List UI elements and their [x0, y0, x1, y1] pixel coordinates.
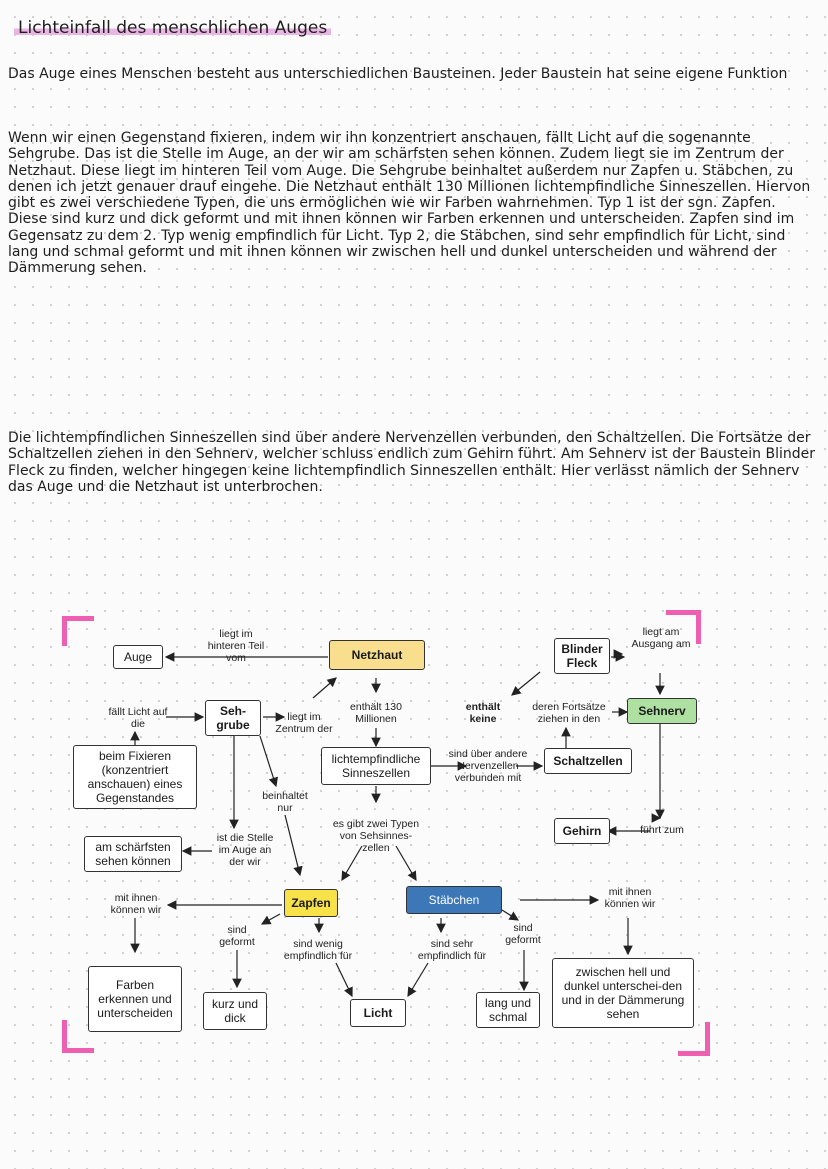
node-kurz-dick: kurz und dick: [203, 992, 267, 1030]
label-enthaelt-130: enthält 130 Millionen: [350, 701, 402, 725]
node-lang-schmal: lang und schmal: [476, 992, 540, 1028]
corner-mark-tr-h: [666, 610, 701, 615]
label-fuehrt-zum: führt zum: [640, 824, 684, 836]
edge-staebchen-geformt: [501, 909, 520, 921]
node-fixieren: beim Fixieren (konzentriert anschauen) e…: [73, 745, 197, 809]
node-staebchen: Stäbchen: [406, 886, 502, 914]
node-sehgrube: Seh-grube: [205, 700, 261, 736]
edge-sehgrube-beinhaltet: [259, 735, 279, 788]
edge-beinhaltet-zapfen: [284, 814, 303, 877]
corner-mark-tl-v: [62, 616, 67, 646]
corner-mark-br-v: [705, 1022, 710, 1056]
page-title: Lichteinfall des menschlichen Auges: [14, 18, 332, 38]
corner-mark-tr-v: [696, 610, 701, 644]
label-ist-stelle: ist die Stelle im Auge an der wir: [216, 832, 274, 868]
corner-mark-bl-v: [62, 1020, 67, 1053]
corner-mark-bl-h: [62, 1048, 94, 1053]
node-zapfen: Zapfen: [284, 889, 338, 917]
label-fortsaetze: deren Fortsätze ziehen in den: [532, 701, 606, 725]
label-liegt-zentrum: liegt im Zentrum der: [275, 711, 333, 735]
corner-mark-tl-h: [62, 616, 94, 621]
label-sehr: sind sehr empfindlich für: [417, 938, 487, 962]
edge-typen-zapfen: [341, 845, 363, 882]
node-sinneszellen: lichtempfindliche Sinneszellen: [321, 747, 431, 785]
label-koennen-rechts: mit ihnen können wir: [604, 886, 656, 910]
node-licht: Licht: [350, 999, 406, 1027]
concept-map-edges: [130, 652, 665, 998]
node-blinder-fleck: Blinder Fleck: [554, 638, 610, 674]
label-faellt-licht: fällt Licht auf die: [108, 706, 168, 730]
edge-sehgrube-netzhaut: [312, 677, 337, 699]
paragraph-sehgrube: Wenn wir einen Gegenstand fixieren, inde…: [8, 130, 811, 277]
edge-wenig-licht: [335, 962, 353, 998]
node-sehnerv: Sehnerv: [627, 698, 697, 724]
corner-mark-br-h: [678, 1051, 710, 1056]
label-wenig: sind wenig empfindlich für: [283, 938, 353, 962]
node-schaerfsten: am schärfsten sehen können: [84, 836, 182, 872]
label-zwei-typen: es gibt zwei Typen von Sehsinnes-zellen: [332, 818, 420, 854]
node-gehirn: Gehirn: [554, 818, 610, 844]
label-liegt-hinteren: liegt im hinteren Teil vom: [207, 628, 265, 664]
node-schaltzellen: Schaltzellen: [544, 748, 632, 774]
title-wrap: Lichteinfall des menschlichen Auges: [14, 18, 332, 38]
label-liegt-ausgang: liegt am Ausgang am: [631, 626, 691, 650]
edge-typen-staebchen: [395, 845, 417, 882]
paragraph-schaltzellen: Die lichtempfindlichen Sinneszellen sind…: [8, 430, 815, 495]
label-koennen-links: mit ihnen können wir: [110, 892, 162, 916]
edge-sehr-licht: [407, 962, 429, 998]
label-sind-geformt-rechts: sind geformt: [505, 922, 541, 946]
label-enthaelt-keine: enthält keine: [465, 701, 501, 725]
node-farben: Farben erkennen und unterscheiden: [88, 966, 182, 1032]
node-hell-dunkel: zwischen hell und dunkel unterschei-den …: [552, 958, 694, 1028]
label-sind-geformt-links: sind geformt: [219, 924, 255, 948]
edge-sinneszellen-keine: [511, 671, 541, 696]
edge-zapfen-geformt: [260, 913, 281, 925]
paragraph-intro: Das Auge eines Menschen besteht aus unte…: [8, 66, 788, 82]
node-netzhaut: Netzhaut: [329, 640, 425, 670]
node-auge: Auge: [113, 645, 163, 669]
label-sind-ueber: sind über andere Nervenzellen verbunden …: [448, 748, 528, 784]
concept-map: Auge Netzhaut Blinder Fleck Sehnerv Seh-…: [0, 600, 828, 1080]
label-beinhaltet-nur: beinhaltet nur: [262, 790, 308, 814]
